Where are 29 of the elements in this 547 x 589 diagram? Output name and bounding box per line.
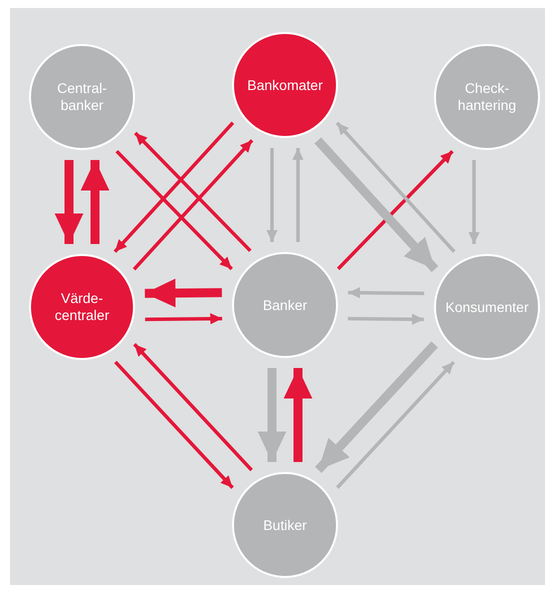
arrow [468,160,480,244]
arrow [314,341,438,473]
arrow [292,148,304,242]
arrow [336,360,455,489]
arrow [336,150,454,270]
arrow [54,160,84,244]
node-label: Konsumenter [445,298,529,316]
arrow [134,132,252,252]
arrow [132,139,254,270]
arrow [115,150,233,270]
arrow [114,360,234,489]
arrow [80,160,110,244]
arrow [145,313,222,324]
node-label: Värde- centraler [54,290,110,324]
arrow [258,368,286,462]
node-label: Bankomater [247,76,323,94]
arrow [266,148,278,242]
arrow [336,122,456,253]
arrow [114,122,234,253]
node-label: Butiker [263,516,307,534]
node-label: Banker [262,296,308,314]
arrow [314,137,438,272]
node-label: Central- banker [56,80,108,114]
arrow [144,278,222,308]
arrow [133,343,253,472]
node-label: Check- hantering [456,80,518,114]
arrow [284,368,312,462]
arrow [348,287,424,298]
arrow [348,314,424,325]
